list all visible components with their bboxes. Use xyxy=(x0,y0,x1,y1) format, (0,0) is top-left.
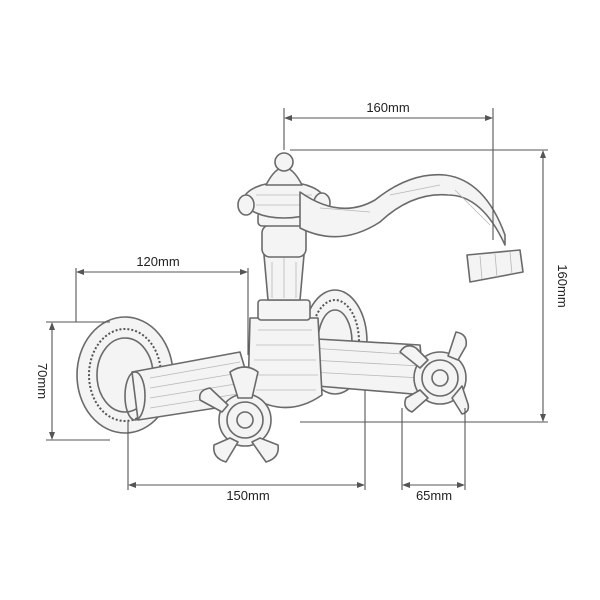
spout xyxy=(299,173,524,283)
dimension-handle-offset: 65mm xyxy=(402,482,465,503)
dimension-center-spacing: 150mm xyxy=(128,482,365,503)
dimension-flange-height: 70mm xyxy=(35,322,55,440)
arm-length-label: 120mm xyxy=(136,254,179,269)
dimension-spout-height: 160mm xyxy=(540,150,570,422)
dimension-arm-length: 120mm xyxy=(76,254,248,275)
valve-body xyxy=(247,317,323,409)
finial-cap xyxy=(265,152,303,186)
spout-reach-label: 160mm xyxy=(366,100,409,115)
flange-height-label: 70mm xyxy=(35,363,50,399)
extension-lines xyxy=(46,108,548,490)
handle-offset-label: 65mm xyxy=(416,488,452,503)
spout-height-label: 160mm xyxy=(555,264,570,307)
dimension-spout-reach: 160mm xyxy=(284,100,493,121)
left-cross-handle xyxy=(198,366,280,463)
center-spacing-label: 150mm xyxy=(226,488,269,503)
right-cross-handle xyxy=(399,331,470,415)
faucet-illustration xyxy=(76,152,524,463)
